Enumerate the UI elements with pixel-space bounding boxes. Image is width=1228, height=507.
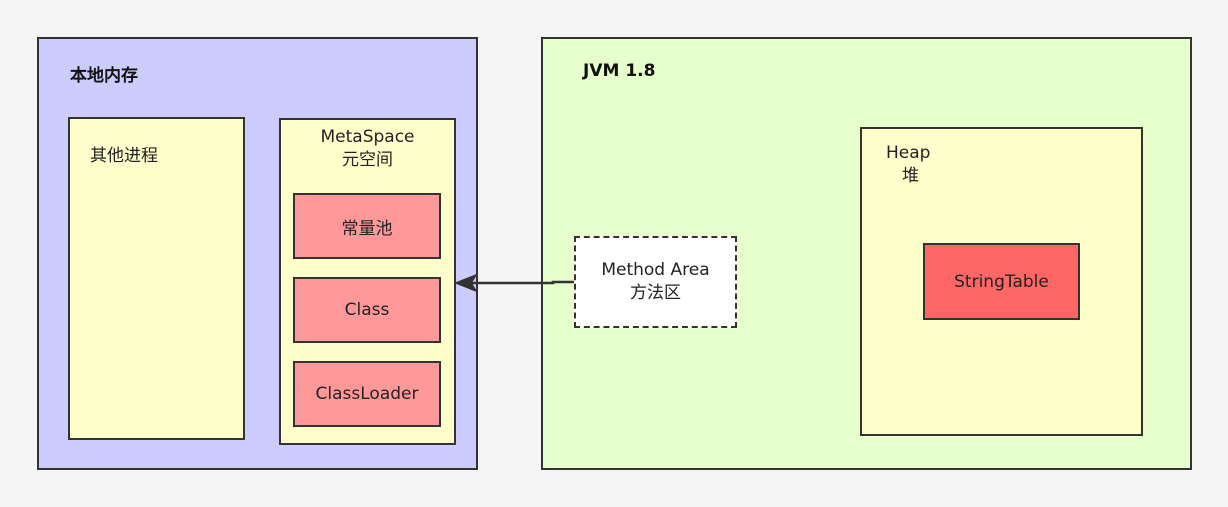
other-processes-label: 其他进程 xyxy=(90,146,158,166)
class-box: Class xyxy=(293,277,441,343)
native-memory-title: 本地内存 xyxy=(70,66,138,86)
classloader-label: ClassLoader xyxy=(315,384,419,404)
constant-pool-label: 常量池 xyxy=(341,218,393,239)
stringtable-box: StringTable xyxy=(923,243,1080,320)
classloader-box: ClassLoader xyxy=(293,361,441,427)
stringtable-label: StringTable xyxy=(954,271,1049,292)
class-label: Class xyxy=(344,300,390,320)
method-area-subtitle: 方法区 xyxy=(629,283,681,303)
method-area-title: Method Area xyxy=(601,260,710,280)
method-area-box: Method Area 方法区 xyxy=(574,236,737,328)
metaspace-title: MetaSpace xyxy=(320,127,415,147)
other-processes-box: 其他进程 xyxy=(68,117,245,440)
heap-title: Heap xyxy=(886,143,931,163)
metaspace-subtitle: 元空间 xyxy=(342,150,393,170)
jvm-title: JVM 1.8 xyxy=(583,61,656,81)
constant-pool-box: 常量池 xyxy=(293,193,441,259)
metaspace-label: MetaSpace 元空间 xyxy=(281,126,454,172)
heap-label: Heap 堆 xyxy=(886,142,930,188)
heap-subtitle: 堆 xyxy=(902,166,919,186)
